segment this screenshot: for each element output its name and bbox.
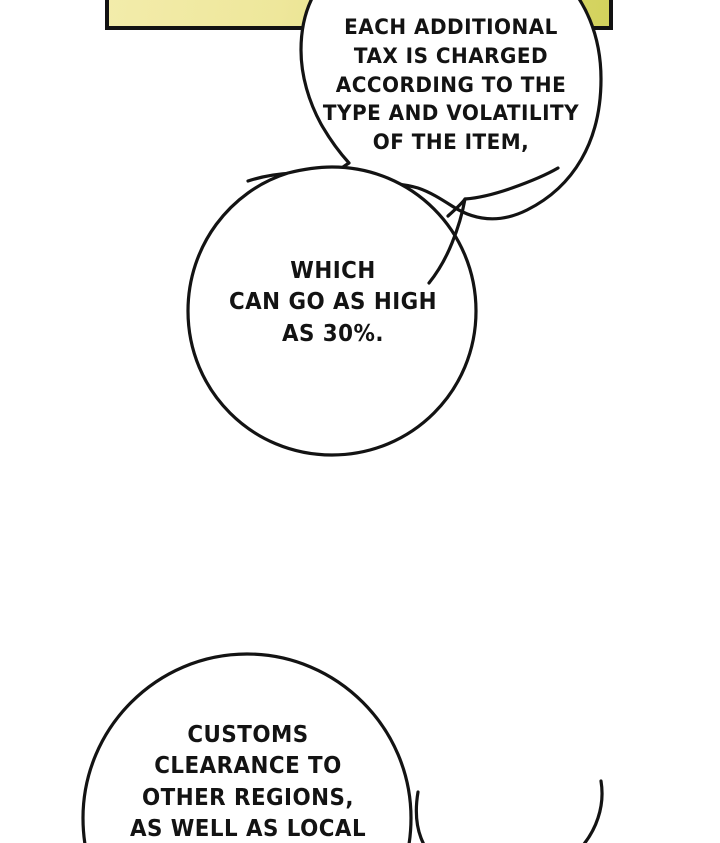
bubble-4-outline <box>414 779 604 843</box>
bubble-1-text: EACH ADDITIONAL TAX IS CHARGED ACCORDING… <box>322 15 580 156</box>
bubble-2-tail <box>446 166 560 218</box>
bubble-1-tail <box>246 171 342 183</box>
bubble-3-text: CUSTOMS CLEARANCE TO OTHER REGIONS, AS W… <box>129 722 367 842</box>
bubble-2-text: WHICH CAN GO AS HIGH AS 30%. <box>228 258 438 347</box>
